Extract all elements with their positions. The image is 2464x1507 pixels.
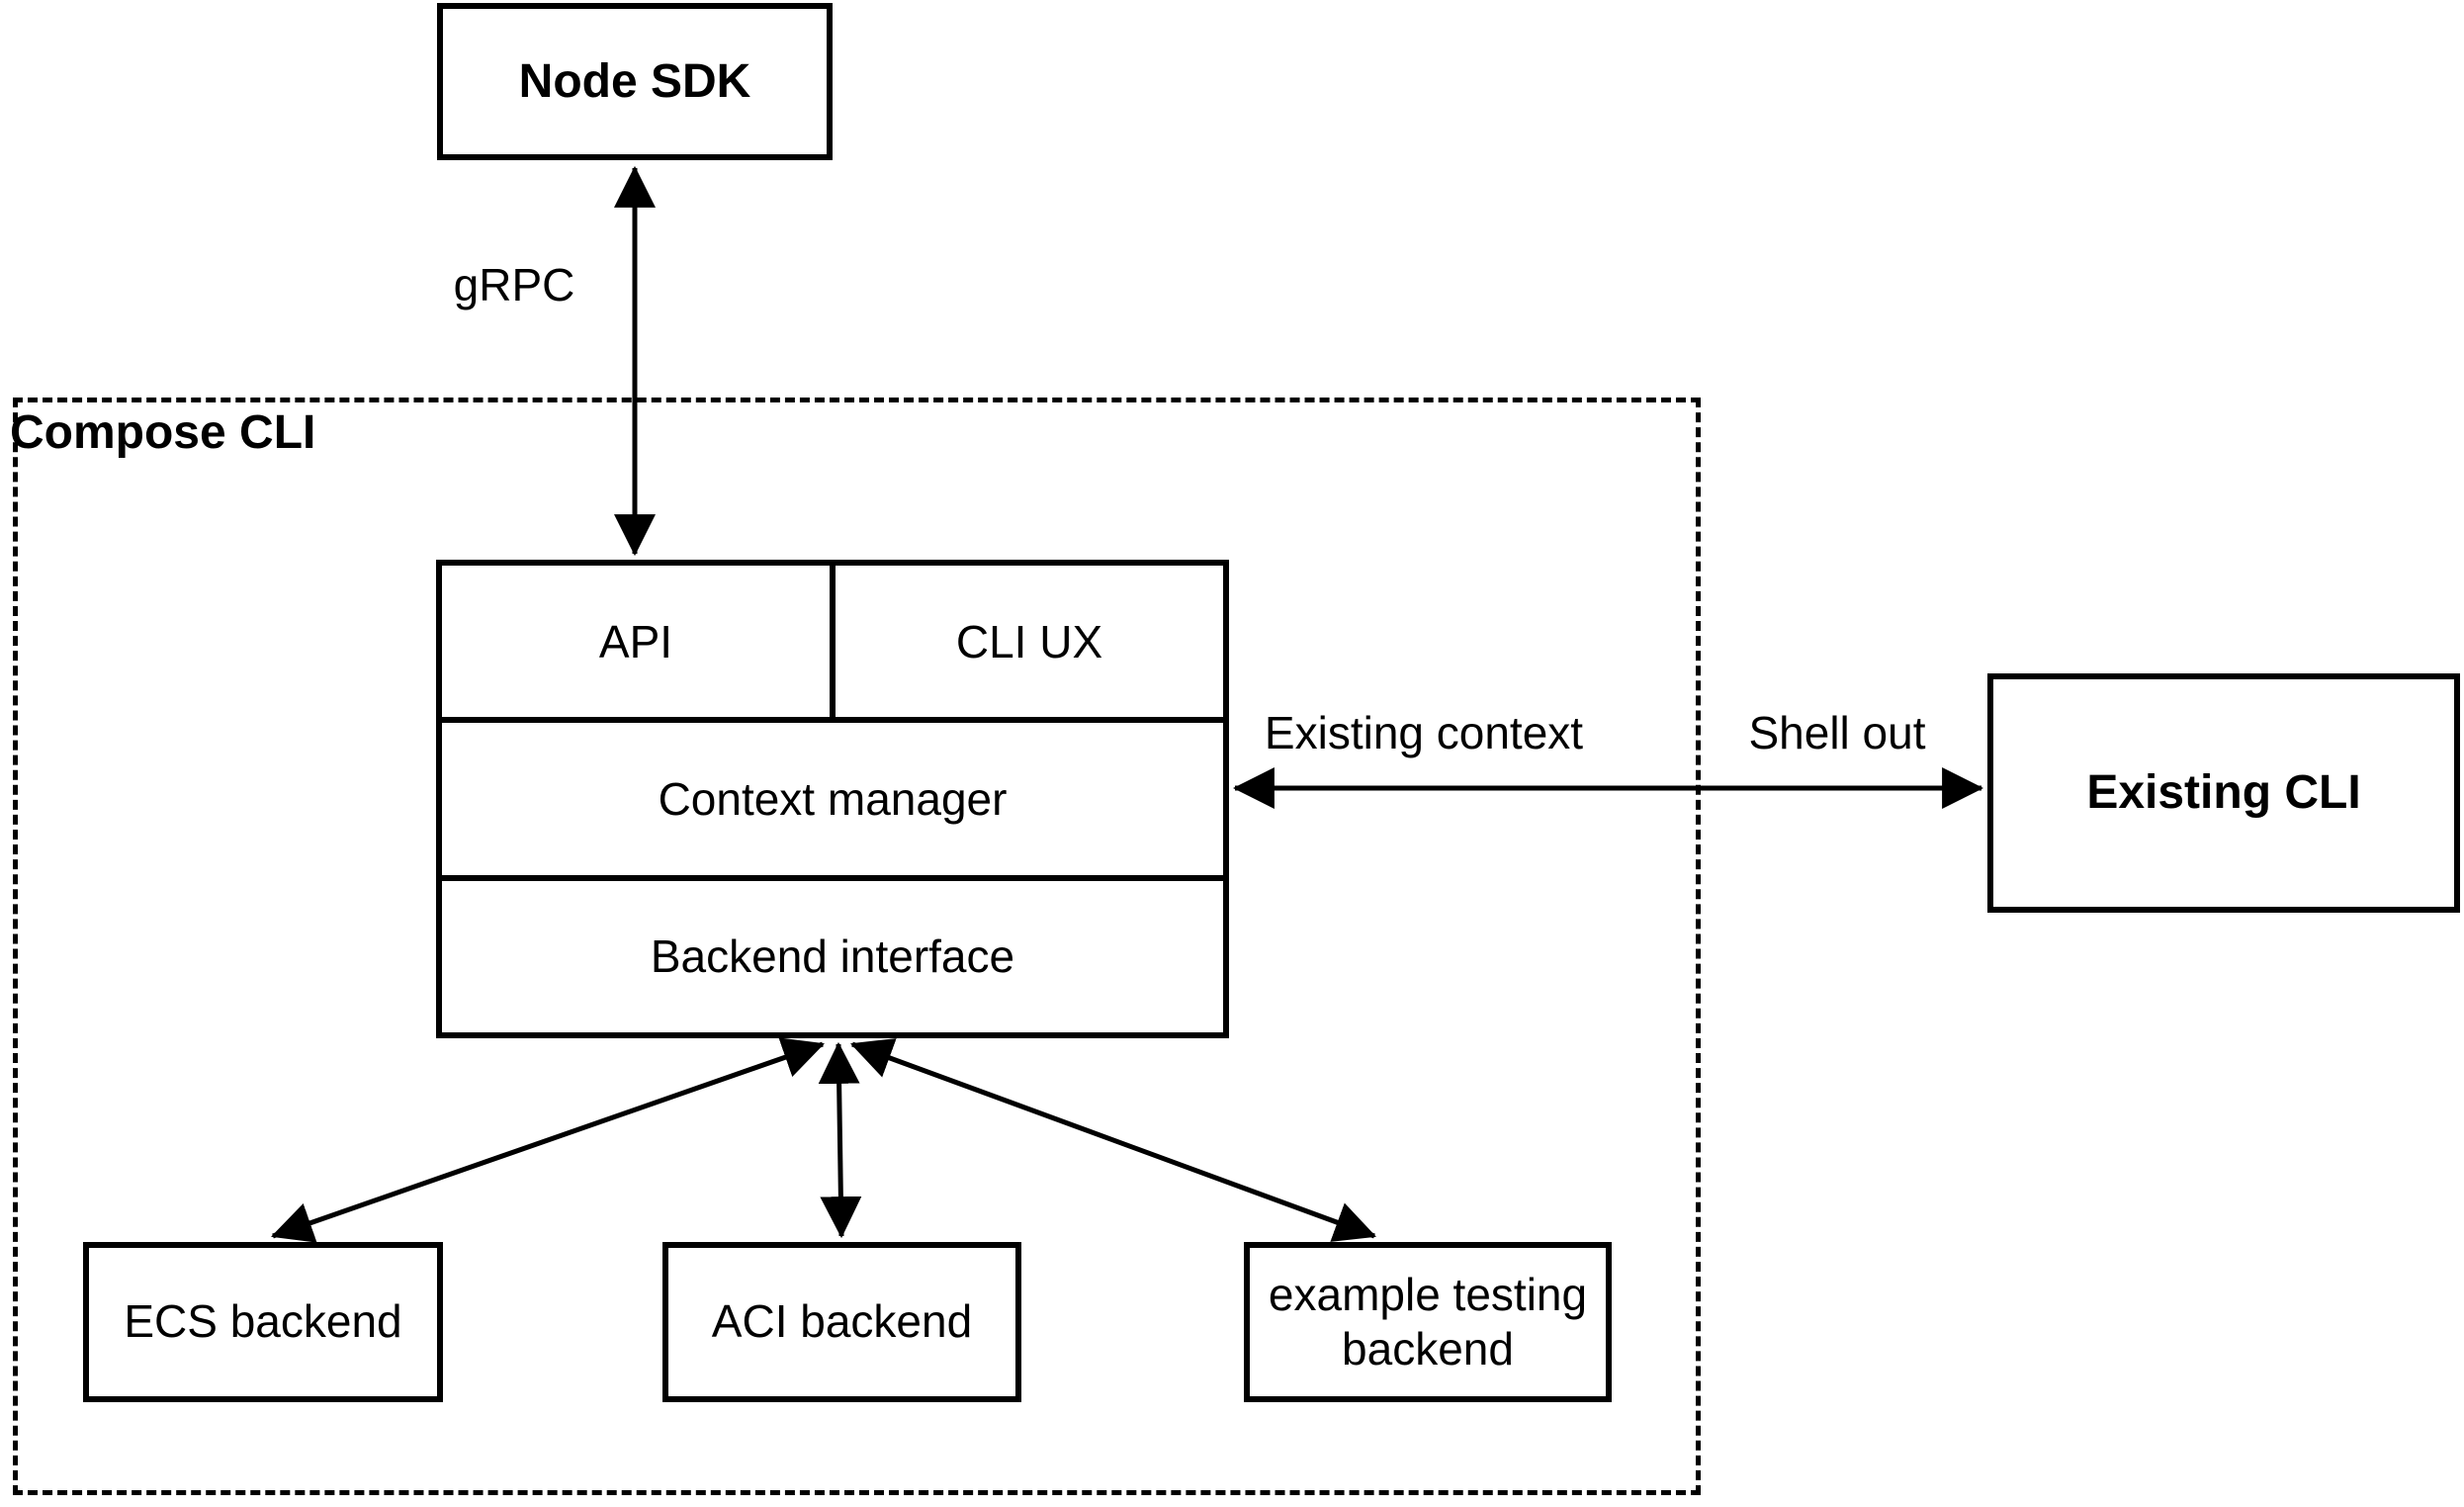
backend-interface-label: Backend interface (650, 931, 1015, 983)
node-sdk-box: Node SDK (437, 3, 833, 160)
example-testing-backend-box: example testing backend (1244, 1242, 1612, 1402)
grpc-edge-label: gRPC (453, 259, 575, 310)
ecs-backend-label: ECS backend (124, 1295, 402, 1348)
existing-context-edge-label: Existing context (1264, 707, 1584, 758)
core-top-row: API CLI UX (442, 566, 1223, 718)
context-manager-cell: Context manager (442, 717, 1223, 874)
existing-cli-box: Existing CLI (1987, 673, 2460, 913)
aci-backend-label: ACI backend (711, 1295, 973, 1348)
shell-out-edge-label: Shell out (1748, 707, 1926, 758)
ecs-backend-box: ECS backend (83, 1242, 443, 1402)
existing-cli-label: Existing CLI (2086, 766, 2361, 820)
compose-cli-label: Compose CLI (10, 406, 316, 459)
backend-interface-cell: Backend interface (442, 874, 1223, 1032)
context-manager-label: Context manager (658, 772, 1008, 825)
compose-core-box: API CLI UX Context manager Backend inter… (436, 560, 1229, 1038)
node-sdk-label: Node SDK (518, 54, 751, 108)
cli-ux-label: CLI UX (955, 615, 1103, 667)
example-testing-backend-label: example testing backend (1268, 1268, 1588, 1374)
cli-ux-cell: CLI UX (836, 566, 1223, 717)
api-label: API (598, 615, 673, 667)
aci-backend-box: ACI backend (662, 1242, 1021, 1402)
api-cell: API (442, 566, 836, 718)
